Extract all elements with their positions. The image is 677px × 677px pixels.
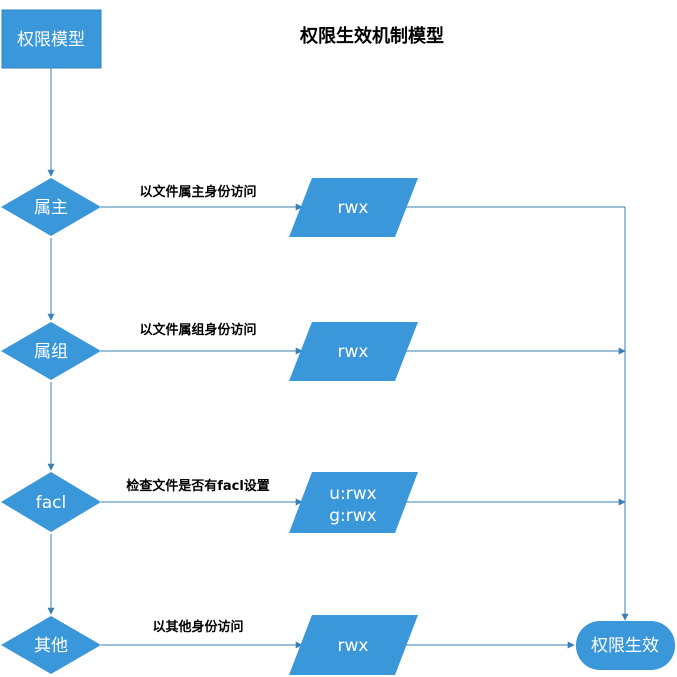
horizontal-connectors	[101, 203, 303, 649]
output-facl-label-line1: u:rwx	[329, 484, 376, 504]
output-other-label: rwx	[338, 636, 369, 656]
collector-vertical	[406, 206, 629, 621]
output-owner-label: rwx	[338, 198, 369, 218]
output-facl: u:rwx g:rwx	[289, 472, 418, 533]
decision-facl-label: facl	[36, 493, 66, 513]
output-other: rwx	[289, 615, 418, 675]
decision-owner: 属主	[1, 178, 101, 236]
output-group: rwx	[289, 322, 418, 381]
edge-label-facl: 检查文件是否有facl设置	[126, 478, 270, 494]
decision-facl: facl	[1, 472, 101, 532]
decision-other: 其他	[1, 616, 101, 674]
diagram-title: 权限生效机制模型	[299, 25, 444, 47]
output-group-label: rwx	[338, 342, 369, 362]
decision-group-label: 属组	[34, 342, 68, 362]
edge-label-group: 以文件属组身份访问	[139, 322, 256, 338]
edge-label-other: 以其他身份访问	[152, 619, 243, 635]
start-node-label: 权限模型	[17, 30, 85, 50]
edge-label-owner: 以文件属主身份访问	[139, 184, 256, 200]
output-facl-label-line2: g:rwx	[329, 506, 376, 526]
end-node-label: 权限生效	[591, 636, 659, 656]
end-node: 权限生效	[576, 621, 675, 670]
output-owner: rwx	[289, 178, 418, 237]
decision-other-label: 其他	[34, 636, 68, 656]
decision-group: 属组	[1, 322, 101, 380]
collector-lines	[406, 206, 629, 649]
decision-owner-label: 属主	[34, 198, 68, 218]
start-node: 权限模型	[1, 9, 102, 69]
